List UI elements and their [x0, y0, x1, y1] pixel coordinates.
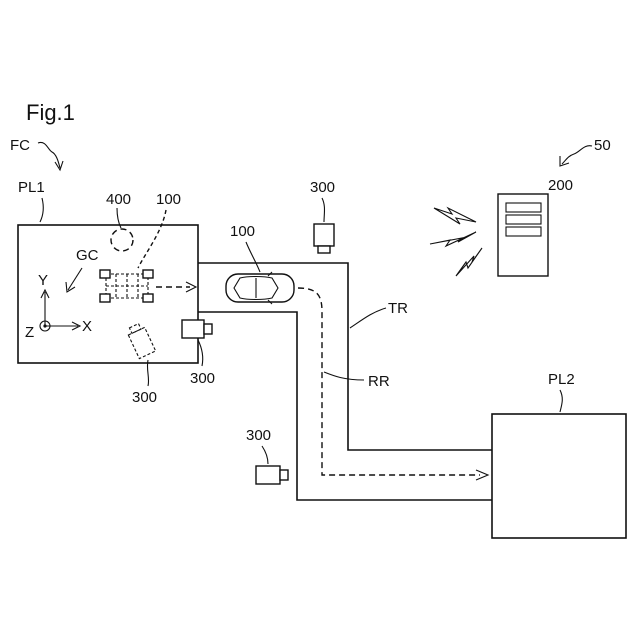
route-rr-arrowhead: [476, 470, 488, 480]
ref-300-top-leader: [322, 198, 325, 222]
pl1-label: PL1: [18, 179, 45, 196]
camera-icon-factory-floor: [126, 322, 156, 359]
ref-300-bottom-leader: [147, 360, 148, 386]
coordinate-axes: [40, 290, 80, 331]
pl2-label: PL2: [548, 371, 575, 388]
ref-100-car-leader: [246, 242, 260, 272]
fc-label: FC: [10, 137, 30, 154]
camera-icon-top: [314, 224, 334, 253]
axis-x-label: X: [82, 318, 92, 335]
ref-300-top-label: 300: [310, 179, 335, 196]
ref-100-factory-label: 100: [156, 191, 181, 208]
ref-100-factory-leader: [138, 210, 166, 268]
axis-z-label: Z: [25, 324, 34, 341]
camera-icon-bottom-left: [256, 466, 288, 484]
ref-300-left-label: 300: [246, 427, 271, 444]
track-tr-inner-edge: [198, 312, 492, 500]
tr-leader: [350, 308, 386, 328]
rr-label: RR: [368, 373, 390, 390]
sensor-400-dashed-circle: [111, 229, 133, 251]
vehicle-chassis-in-factory: [100, 270, 153, 302]
ref-200-label: 200: [548, 177, 573, 194]
ref-300-left-leader: [262, 446, 268, 464]
tr-label: TR: [388, 300, 408, 317]
pl1-leader: [40, 198, 43, 222]
ref-50-label: 50: [594, 137, 611, 154]
gc-leader: [68, 268, 82, 290]
plant-pl2-box: [492, 414, 626, 538]
figure-title: Fig.1: [26, 100, 75, 125]
wireless-signal-icons: [430, 208, 482, 276]
ref-300-bottom-label: 300: [132, 389, 157, 406]
ref-50-leader: [562, 146, 592, 164]
car-icon-on-track: [226, 272, 294, 304]
server-icon: [498, 194, 548, 276]
rr-leader: [324, 372, 364, 380]
axis-y-label: Y: [38, 272, 48, 289]
ref-400-label: 400: [106, 191, 131, 208]
pl2-leader: [560, 390, 562, 412]
gc-label: GC: [76, 247, 99, 264]
camera-icon-factory-wall: [182, 320, 212, 338]
ref-300-right-label: 300: [190, 370, 215, 387]
ref-100-car-label: 100: [230, 223, 255, 240]
